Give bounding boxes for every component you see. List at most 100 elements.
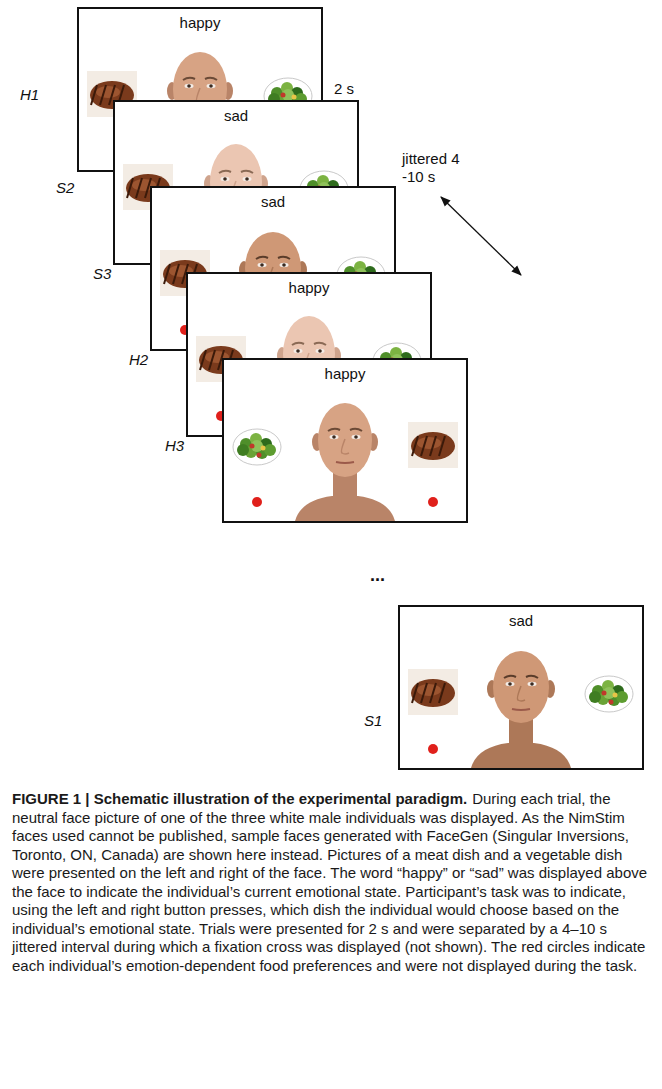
steak-highlight [96, 86, 120, 98]
vegetable-piece [261, 446, 266, 451]
emotion-word: sad [400, 607, 642, 630]
leaf [589, 691, 601, 703]
eye [528, 682, 537, 686]
eyebrow [350, 429, 362, 431]
trial-label: H3 [165, 437, 184, 455]
eye [243, 177, 252, 181]
leaf [616, 691, 628, 703]
eye [330, 435, 339, 439]
grill-mark [136, 178, 142, 198]
vegetable-dish [233, 429, 281, 465]
grill-mark [430, 436, 436, 456]
grill-mark [173, 264, 179, 284]
eye [185, 84, 194, 88]
grill-mark [209, 350, 215, 370]
meat-dish [408, 422, 458, 468]
vegetable-piece [602, 691, 607, 696]
eyebrow [241, 171, 253, 173]
timing-label: 2 s [334, 80, 354, 98]
grill-mark [439, 683, 445, 703]
trial-label: S3 [93, 265, 111, 283]
eye [258, 263, 267, 267]
label-anchor: jittered 4 -10 s [402, 150, 478, 186]
vegetable-piece [609, 700, 614, 705]
label-anchor: H3 [165, 437, 184, 455]
eyebrow [292, 343, 304, 345]
vegetable-piece [250, 444, 255, 449]
vegetable-piece [257, 453, 262, 458]
pupil [282, 263, 286, 267]
steak [411, 679, 455, 707]
vegetable-piece [281, 93, 286, 98]
label-anchor: S1 [364, 712, 382, 730]
eye [506, 682, 515, 686]
eye [294, 349, 303, 353]
emotion-word: sad [115, 102, 357, 125]
eye [352, 435, 361, 439]
pupil [508, 682, 512, 686]
caption-title: FIGURE 1 | Schematic illustration of the… [12, 790, 467, 807]
pupil [530, 682, 534, 686]
grill-mark [127, 178, 133, 198]
pupil [332, 435, 336, 439]
trial-label: S2 [56, 179, 74, 197]
steak-highlight [417, 684, 441, 696]
eyebrow [504, 676, 516, 678]
head [318, 403, 372, 477]
eyebrow [328, 429, 340, 431]
leaf [264, 444, 276, 456]
vegetable-piece [292, 95, 297, 100]
label-anchor: H1 [20, 86, 39, 104]
eye [221, 177, 230, 181]
preference-dot [252, 497, 262, 507]
trial-label: S1 [364, 712, 382, 730]
grill-mark [412, 436, 418, 456]
pupil [354, 435, 358, 439]
eyebrow [278, 257, 290, 259]
grill-mark [412, 683, 418, 703]
plate [585, 676, 633, 712]
eyebrow [219, 171, 231, 173]
preference-dot [428, 497, 438, 507]
eye [207, 84, 216, 88]
head [493, 651, 549, 723]
figure-caption: FIGURE 1 | Schematic illustration of the… [12, 790, 650, 975]
emotion-word: happy [224, 360, 466, 383]
steak-highlight [417, 437, 441, 449]
preference-dot [428, 744, 438, 754]
pupil [318, 349, 322, 353]
grill-mark [439, 436, 445, 456]
trial-label: H2 [129, 351, 148, 369]
vegetable-dish [585, 676, 633, 712]
face-drawing [295, 403, 395, 521]
caption-box: FIGURE 1 | Schematic illustration of the… [12, 790, 650, 975]
eyebrow [256, 257, 268, 259]
label-anchor: ... [370, 566, 385, 584]
grill-mark [200, 350, 206, 370]
slide-illustration [400, 607, 642, 768]
steak [411, 432, 455, 460]
face-drawing [471, 651, 571, 768]
label-anchor: H2 [129, 351, 148, 369]
nose [517, 686, 525, 701]
caption-body: During each trial, the neutral face pict… [12, 790, 647, 974]
label-anchor: S2 [56, 179, 74, 197]
emotion-word: happy [79, 9, 321, 32]
grill-mark [421, 683, 427, 703]
trial-label: H1 [20, 86, 39, 104]
meat-dish [408, 669, 458, 715]
pupil [209, 84, 213, 88]
interval-arrow [441, 197, 521, 275]
eyebrow [526, 676, 538, 678]
eyebrow [183, 78, 195, 80]
continuation-mark: ... [370, 566, 385, 584]
slide-illustration [224, 360, 466, 521]
grill-mark [91, 85, 97, 105]
eye [280, 263, 289, 267]
grill-mark [100, 85, 106, 105]
trial-slide: happy [222, 358, 468, 523]
nose [341, 439, 349, 454]
pupil [223, 177, 227, 181]
photo-ground [408, 422, 458, 468]
